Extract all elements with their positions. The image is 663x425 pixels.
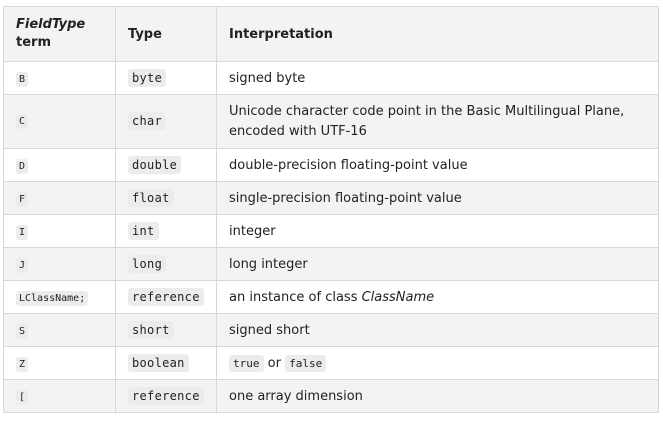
term-code: C xyxy=(16,114,29,129)
interpretation-emphasis: ClassName xyxy=(361,289,435,305)
interpretation-cell: an instance of class ClassName xyxy=(216,280,659,314)
interpretation-cell: single-precision floating-point value xyxy=(216,181,659,215)
table-row: [ reference one array dimension xyxy=(3,379,659,413)
interpretation-code: true xyxy=(229,354,264,372)
term-code: I xyxy=(16,224,29,240)
table-row: F float single-precision floating-point … xyxy=(3,181,659,215)
table-header-row: FieldType term Type Interpretation xyxy=(3,6,659,62)
term-code: D xyxy=(16,158,29,174)
interpretation-cell: signed short xyxy=(216,313,659,347)
term-code: [ xyxy=(16,389,29,405)
term-code: J xyxy=(16,257,29,273)
interpretation-text: or xyxy=(263,355,286,371)
table-row: S short signed short xyxy=(3,313,659,347)
interpretation-cell: long integer xyxy=(216,247,659,281)
term-code: B xyxy=(16,71,29,87)
column-header-interpretation: Interpretation xyxy=(216,6,659,62)
type-code: reference xyxy=(128,386,204,405)
interpretation-cell: double-precision floating-point value xyxy=(216,148,659,182)
type-code: double xyxy=(128,155,182,174)
table-row: D double double-precision floating-point… xyxy=(3,148,659,182)
term-code: S xyxy=(16,323,29,339)
column-header-type: Type xyxy=(115,6,217,62)
table-row: J long long integer xyxy=(3,247,659,281)
type-code: boolean xyxy=(128,353,189,372)
interpretation-cell: Unicode character code point in the Basi… xyxy=(216,94,659,149)
interpretation-code: false xyxy=(285,354,327,372)
table-row: I int integer xyxy=(3,214,659,248)
table-row: LClassName; reference an instance of cla… xyxy=(3,280,659,314)
column-header-term: term xyxy=(16,35,51,50)
interpretation-cell: integer xyxy=(216,214,659,248)
type-code: char xyxy=(128,112,167,130)
field-type-table: FieldType term Type Interpretation B byt… xyxy=(3,6,659,413)
type-code: byte xyxy=(128,68,167,87)
interpretation-cell: one array dimension xyxy=(216,379,659,413)
type-code: long xyxy=(128,254,167,273)
table-row: B byte signed byte xyxy=(3,61,659,95)
interpretation-text: an instance of class xyxy=(229,289,362,305)
type-code: short xyxy=(128,320,174,339)
table-row: C char Unicode character code point in t… xyxy=(3,94,659,149)
field-type-table-container: FieldType term Type Interpretation B byt… xyxy=(3,6,659,413)
interpretation-cell: signed byte xyxy=(216,61,659,95)
term-code: LClassName; xyxy=(16,290,89,306)
term-code: Z xyxy=(16,356,29,372)
column-header-fieldtype: FieldType xyxy=(16,17,86,32)
type-code: float xyxy=(128,188,174,207)
term-code: F xyxy=(16,191,29,207)
type-code: int xyxy=(128,221,159,240)
table-row: Z boolean true or false xyxy=(3,346,659,380)
interpretation-cell: true or false xyxy=(216,346,659,380)
column-header-fieldtype-term: FieldType term xyxy=(3,6,116,62)
type-code: reference xyxy=(128,287,204,306)
